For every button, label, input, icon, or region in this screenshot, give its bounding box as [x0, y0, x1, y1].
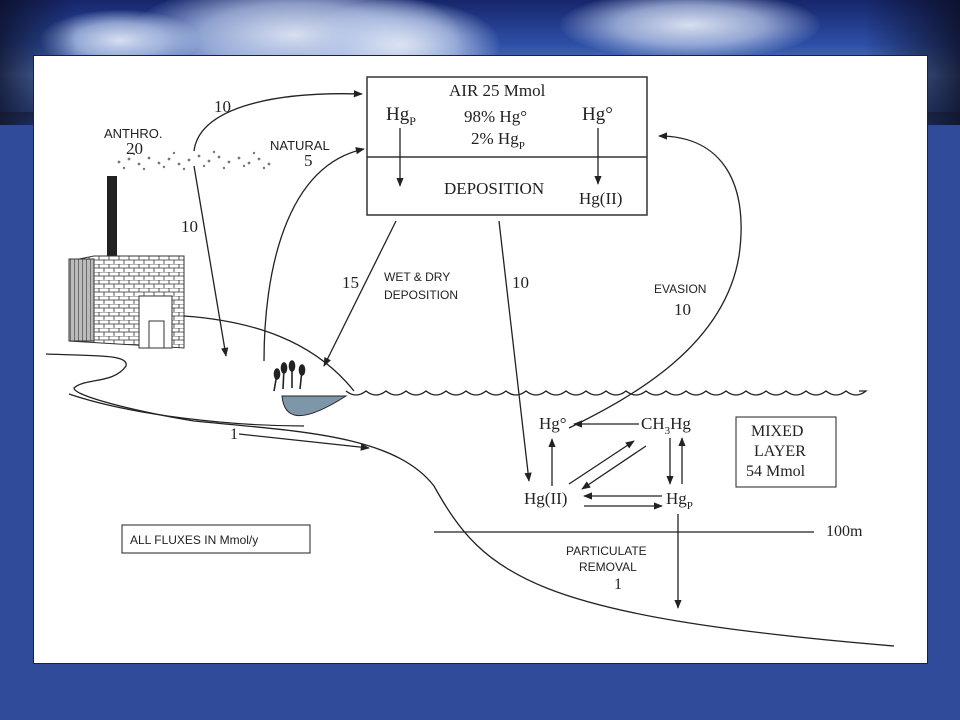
particulate-line2: REMOVAL: [579, 560, 637, 574]
flux-top-value: 10: [214, 97, 231, 116]
arrow-wet-dry-deposition: [323, 220, 397, 367]
wet-dry-line2: DEPOSITION: [384, 288, 458, 302]
fluxes-note: ALL FLUXES IN Mmol/y: [130, 533, 258, 547]
mixed-layer-box: [735, 416, 837, 488]
hill-outline: [183, 315, 355, 392]
particulate-value: 1: [614, 576, 622, 593]
lake: [281, 395, 348, 416]
shoreline: [45, 353, 895, 647]
reeds: [273, 360, 306, 392]
fluxes-note-box: [121, 524, 311, 554]
evasion-label: EVASION: [654, 282, 706, 296]
mixed-layer-line2: LAYER: [754, 443, 806, 460]
anthro-label: ANTHRO.: [104, 126, 163, 141]
evasion-value: 10: [674, 300, 691, 319]
arrow-anthro-down: [193, 165, 229, 357]
particulate-line1: PARTICULATE: [566, 544, 647, 558]
wet-dry-line1: WET & DRY: [384, 270, 450, 284]
factory-side-shade: [68, 258, 95, 342]
air-box-frame: [366, 76, 648, 216]
mixed-layer-line3: 54 Mmol: [746, 463, 806, 480]
air-ratio-line1: 98% Hg°: [464, 107, 527, 126]
air-box-title: AIR 25 Mmol: [449, 81, 546, 100]
smokestack: [107, 176, 117, 256]
air-ratio-line2: 2% HgP: [471, 129, 525, 152]
ocean-hgp: HgP: [666, 489, 693, 512]
factory-door: [148, 320, 165, 349]
arrow-deposition-to-ocean: [498, 220, 532, 482]
mixed-layer-line1: MIXED: [751, 423, 803, 440]
arrow-hgII-to-ch3hg: [568, 440, 635, 485]
air-hgp-label: HgP: [386, 104, 416, 128]
natural-value: 5: [304, 151, 313, 170]
river: [68, 393, 305, 427]
ocean-hg0: Hg°: [539, 414, 567, 433]
air-deposition-label: DEPOSITION: [444, 179, 544, 198]
sea-surface: [345, 390, 868, 396]
arrow-natural-to-air: [263, 147, 365, 362]
air-box: AIR 25 Mmol HgP 98% Hg° 2% HgP Hg° DEPOS…: [366, 76, 648, 216]
arrow-runoff: [238, 433, 370, 451]
arrow-evasion: [568, 132, 742, 429]
depth-label: 100m: [826, 523, 863, 540]
runoff-value: 1: [230, 426, 238, 443]
flux-center-down-value: 10: [512, 273, 529, 292]
air-hgII-label: Hg(II): [579, 189, 622, 208]
ocean-ch3hg: CH3Hg: [641, 414, 691, 437]
smoke-plume: [117, 150, 271, 171]
anthro-value: 20: [126, 139, 143, 158]
air-hg0-label: Hg°: [582, 104, 613, 125]
ocean-hgII: Hg(II): [524, 489, 567, 508]
flux-left-down-value: 10: [181, 217, 198, 236]
natural-label: NATURAL: [270, 138, 330, 153]
mercury-cycle-diagram: AIR 25 Mmol HgP 98% Hg° 2% HgP Hg° DEPOS…: [45, 76, 895, 647]
arrow-anthro-to-air: [193, 90, 363, 152]
diagram-panel: AIR 25 Mmol HgP 98% Hg° 2% HgP Hg° DEPOS…: [33, 55, 928, 664]
wet-dry-value: 15: [342, 273, 359, 292]
arrow-ch3hg-to-hgII: [581, 445, 647, 490]
factory: [68, 176, 185, 349]
